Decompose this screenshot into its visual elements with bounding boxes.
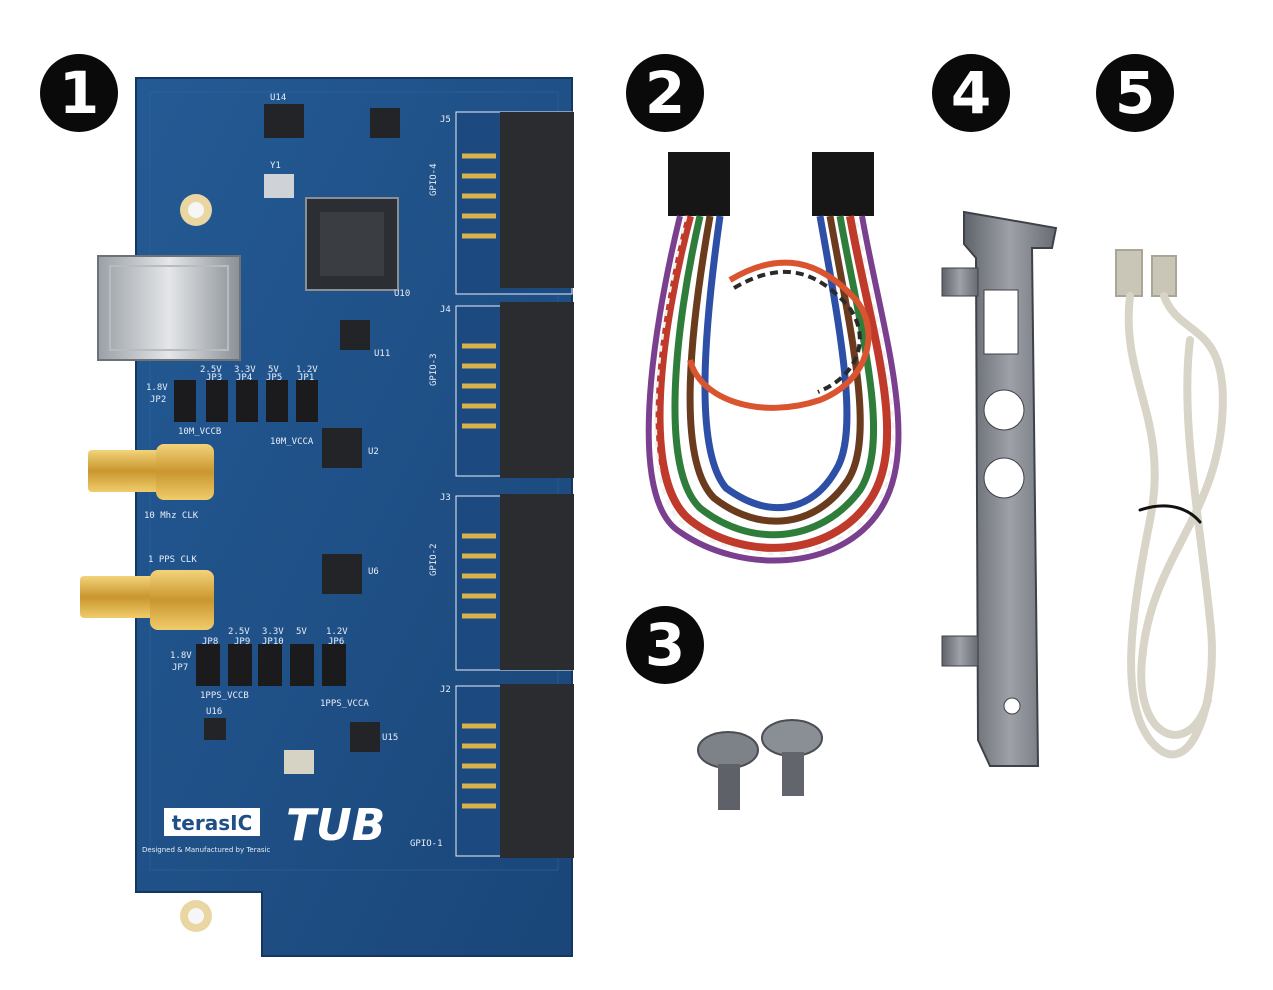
silkscreen-labels: GPIO-4 GPIO-3 GPIO-2 GPIO-1 J5 J4 J3 J2 … (144, 93, 451, 849)
svg-text:5V: 5V (268, 365, 279, 375)
svg-text:U6: U6 (368, 567, 379, 577)
svg-text:10 Mhz CLK: 10 Mhz CLK (144, 511, 199, 521)
svg-text:JP9: JP9 (234, 637, 250, 647)
svg-text:JP3: JP3 (206, 373, 222, 383)
usb-b-connector (97, 255, 241, 361)
svg-text:GPIO-1: GPIO-1 (410, 839, 443, 849)
item-number-1: 1 (40, 54, 118, 132)
svg-text:JP7: JP7 (172, 663, 188, 673)
svg-text:U16: U16 (206, 707, 222, 717)
svg-text:JP8: JP8 (202, 637, 218, 647)
svg-text:terasIC: terasIC (172, 811, 253, 835)
jumper-blocks-bottom (196, 644, 346, 686)
svg-text:1.8V: 1.8V (170, 651, 192, 661)
svg-text:10M_VCCA: 10M_VCCA (270, 437, 314, 447)
board-tagline: Designed & Manufactured by Terasic (142, 846, 270, 854)
small-ics (204, 104, 400, 774)
gpio-ribbon-cable (645, 152, 902, 564)
svg-text:GPIO-2: GPIO-2 (429, 543, 439, 576)
svg-text:JP6: JP6 (328, 637, 344, 647)
svg-text:1PPS_VCCB: 1PPS_VCCB (200, 691, 249, 701)
sma-connector-top (88, 444, 214, 500)
svg-text:1.2V: 1.2V (326, 627, 348, 637)
item-number-3: 3 (626, 606, 704, 684)
svg-text:2.5V: 2.5V (200, 365, 222, 375)
sma-connector-bottom (80, 570, 214, 630)
svg-text:GPIO-4: GPIO-4 (429, 163, 439, 196)
svg-text:1.8V: 1.8V (146, 383, 168, 393)
svg-text:U2: U2 (368, 447, 379, 457)
svg-text:JP2: JP2 (150, 395, 166, 405)
item-number-4: 4 (932, 54, 1010, 132)
svg-text:JP1: JP1 (298, 373, 314, 383)
svg-text:J3: J3 (440, 493, 451, 503)
svg-text:U14: U14 (270, 93, 286, 103)
svg-text:JP5: JP5 (266, 373, 282, 383)
svg-text:3.3V: 3.3V (234, 365, 256, 375)
svg-text:J2: J2 (440, 685, 451, 695)
usb-cable (1115, 249, 1227, 759)
item-number-5: 5 (1096, 54, 1174, 132)
main-ic-chip (305, 197, 399, 291)
svg-text:U10: U10 (394, 289, 410, 299)
svg-text:1.2V: 1.2V (296, 365, 318, 375)
terasic-logo: terasIC (164, 808, 260, 836)
gpio-headers (455, 111, 574, 858)
svg-text:1 PPS CLK: 1 PPS CLK (148, 555, 197, 565)
svg-text:J4: J4 (440, 305, 451, 315)
product-name-tub: TUB (286, 800, 385, 851)
svg-text:2.5V: 2.5V (228, 627, 250, 637)
svg-text:10M_VCCB: 10M_VCCB (178, 427, 221, 437)
svg-text:Y1: Y1 (270, 161, 281, 171)
svg-text:1PPS_VCCA: 1PPS_VCCA (320, 699, 369, 709)
svg-text:5V: 5V (296, 627, 307, 637)
item-number-2: 2 (626, 54, 704, 132)
svg-text:GPIO-3: GPIO-3 (429, 353, 439, 386)
svg-text:J5: J5 (440, 115, 451, 125)
svg-text:3.3V: 3.3V (262, 627, 284, 637)
mounting-screws (697, 719, 823, 810)
jumper-blocks-top (174, 380, 318, 422)
mounting-holes (180, 194, 212, 932)
header-pins (462, 153, 496, 809)
svg-text:U11: U11 (374, 349, 390, 359)
svg-text:JP10: JP10 (262, 637, 284, 647)
pci-bracket (941, 210, 1058, 767)
svg-text:JP4: JP4 (236, 373, 252, 383)
svg-text:U15: U15 (382, 733, 398, 743)
